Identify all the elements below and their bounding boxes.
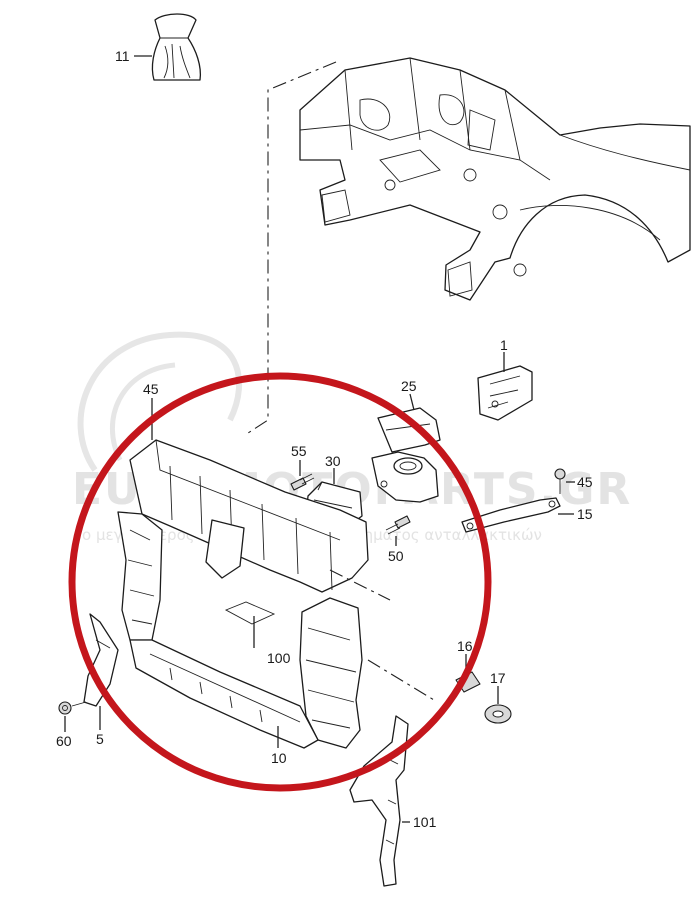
callout-17: 17 <box>490 670 506 686</box>
part-17-grommet <box>484 704 512 724</box>
callout-16: 16 <box>457 638 473 654</box>
callout-50: 50 <box>388 548 404 564</box>
air-intake-housing <box>371 451 439 503</box>
callout-5: 5 <box>96 731 104 747</box>
vehicle-front-body-structure <box>299 57 691 301</box>
part-11-bag <box>151 13 202 81</box>
callout-1: 1 <box>500 337 508 353</box>
callout-55: 55 <box>291 443 307 459</box>
part-101-seal <box>349 715 409 887</box>
callout-45-top: 45 <box>143 381 159 397</box>
callout-25: 25 <box>401 378 417 394</box>
callout-30: 30 <box>325 453 341 469</box>
callout-labels: 11 1 25 45 55 30 45 15 50 100 16 17 60 5… <box>56 48 593 830</box>
part-55-screw <box>290 473 315 491</box>
callout-100: 100 <box>267 650 291 666</box>
assembly-line-body-to-carrier <box>244 61 337 436</box>
callout-15: 15 <box>577 506 593 522</box>
callout-101: 101 <box>413 814 437 830</box>
part-45-bolt <box>554 468 566 494</box>
part-10-front-carrier <box>117 439 369 749</box>
callout-45-right: 45 <box>577 474 593 490</box>
part-5-side-bracket <box>83 613 119 707</box>
part-60-nut <box>58 701 87 715</box>
assembly-line-carrier-right <box>329 569 435 701</box>
part-1-bracket <box>477 365 533 421</box>
callout-60: 60 <box>56 733 72 749</box>
part-50-screw <box>385 515 411 535</box>
watermark-logo-swoosh-inner <box>109 362 176 462</box>
highlight-circle <box>68 372 492 792</box>
callout-10: 10 <box>271 750 287 766</box>
leader-25 <box>409 393 415 411</box>
part-25-air-guide <box>377 407 441 453</box>
callout-11: 11 <box>115 48 130 64</box>
